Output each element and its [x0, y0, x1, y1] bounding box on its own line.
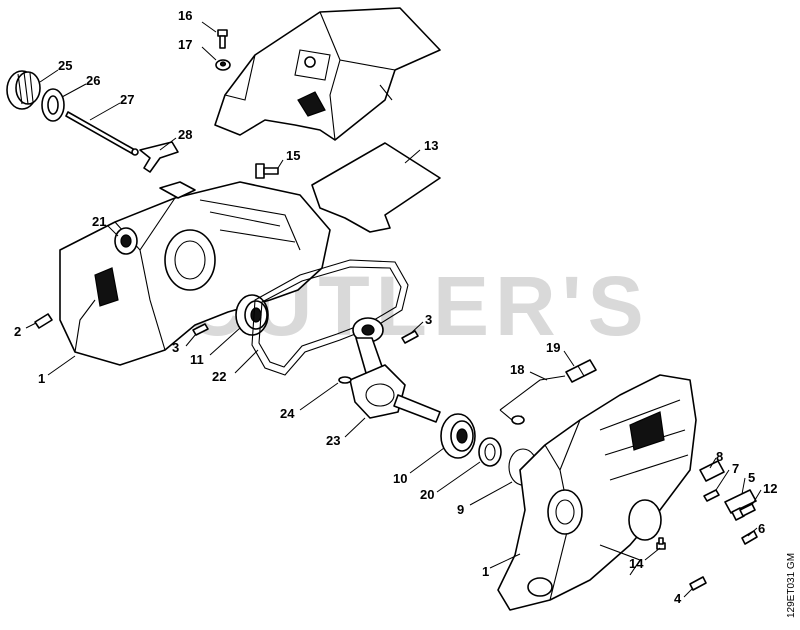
seal-20	[478, 437, 502, 467]
valve-5	[724, 489, 757, 521]
callout-9: 9	[457, 502, 464, 517]
nut-17	[215, 59, 231, 71]
callout-8: 8	[716, 449, 723, 464]
callout-19: 19	[546, 340, 560, 355]
screw-16	[217, 29, 228, 49]
callout-26: 26	[86, 73, 100, 88]
callout-12: 12	[763, 481, 777, 496]
callout-14: 14	[629, 556, 644, 571]
callout-24: 24	[280, 406, 295, 421]
crankshaft-23	[349, 317, 441, 423]
callout-3-left: 3	[172, 340, 179, 355]
callout-7: 7	[732, 461, 739, 476]
callout-28: 28	[178, 127, 192, 142]
callout-15: 15	[286, 148, 300, 163]
callout-4: 4	[674, 591, 682, 606]
callout-5: 5	[748, 470, 755, 485]
callout-1-left: 1	[38, 371, 45, 386]
callout-2: 2	[14, 324, 21, 339]
callout-20: 20	[420, 487, 434, 502]
callout-18: 18	[510, 362, 524, 377]
callout-1-right: 1	[482, 564, 489, 579]
pin-12	[739, 503, 756, 517]
screw-4	[689, 576, 707, 591]
callout-21: 21	[92, 214, 106, 229]
pin-7	[703, 489, 720, 502]
knob-25	[6, 70, 41, 110]
shroud-cover	[214, 7, 441, 141]
bearing-10	[440, 413, 476, 459]
callout-23: 23	[326, 433, 340, 448]
rod-27	[65, 111, 139, 156]
washer-26	[41, 88, 65, 122]
callout-27: 27	[120, 92, 134, 107]
pin-3-left	[192, 323, 209, 336]
callout-6: 6	[758, 521, 765, 536]
callout-22: 22	[212, 369, 226, 384]
gasket-13	[311, 142, 441, 233]
leader-lines	[25, 21, 762, 598]
lever-28	[139, 141, 179, 173]
callout-16: 16	[178, 8, 192, 23]
key-24	[338, 376, 352, 384]
screw-2	[34, 313, 53, 329]
drawing-code: 129ET031 GM	[786, 553, 797, 618]
callout-17: 17	[178, 37, 192, 52]
callout-3-right: 3	[425, 312, 432, 327]
callout-10: 10	[393, 471, 407, 486]
screw-14	[656, 537, 666, 550]
hose-18	[499, 375, 566, 425]
callout-13: 13	[424, 138, 438, 153]
seal-21	[114, 227, 138, 255]
screw-15	[255, 163, 279, 179]
fitting-19	[565, 359, 597, 383]
callout-11: 11	[190, 352, 204, 367]
callout-labels: 16 17 25 26 27 28 15 13 21 2 1 3 11 22 3…	[14, 8, 777, 606]
screw-6	[741, 530, 758, 545]
callout-25: 25	[58, 58, 72, 73]
crankcase-right	[497, 374, 697, 611]
